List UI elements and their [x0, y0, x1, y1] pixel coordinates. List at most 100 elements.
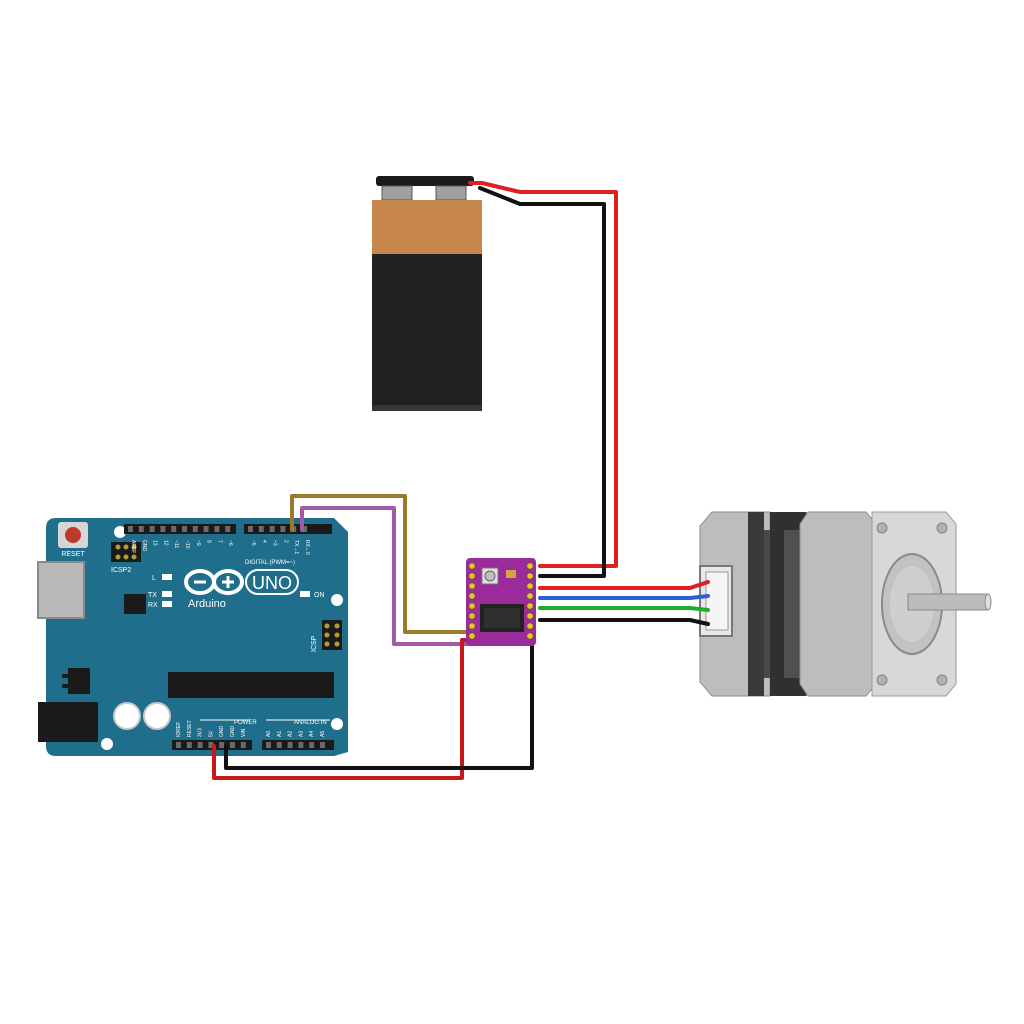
arduino-infinity-logo	[184, 569, 244, 595]
header-pin	[225, 526, 231, 532]
stepper-motor	[699, 511, 992, 697]
header-pin-label: RX←0	[304, 540, 310, 555]
header-pin	[203, 526, 209, 532]
header-pin-label: GND	[219, 726, 225, 738]
header-pin	[230, 742, 235, 748]
battery-cap-bar	[376, 176, 474, 186]
header-pin-label: 4	[261, 540, 267, 543]
motor-screw-hole	[936, 674, 948, 686]
header-pin	[269, 526, 275, 532]
voltage-regulator	[68, 668, 90, 694]
header-pin-label: 3V3	[198, 728, 204, 737]
header-pin-label: A4	[309, 731, 315, 737]
header-pin-label: ~3	[272, 540, 278, 546]
battery-top-band	[372, 200, 482, 254]
led-on	[300, 591, 310, 597]
capacitor	[143, 702, 171, 730]
stepper-driver-module	[466, 558, 536, 646]
header-pin-label: ~6	[227, 540, 233, 546]
header-pin	[248, 526, 253, 532]
header-pin-label: GND	[230, 726, 236, 738]
wire-logic-5v	[212, 638, 472, 780]
driver-pin	[468, 582, 476, 590]
led-l-label: L	[152, 575, 156, 582]
wire-battery-positive	[468, 181, 618, 568]
mounting-hole	[114, 526, 126, 538]
driver-pin	[468, 632, 476, 640]
wire-coil-red	[538, 580, 710, 590]
header-pin-label: GND	[141, 540, 147, 552]
wire-coil-black	[538, 618, 710, 626]
header-pin	[149, 526, 155, 532]
driver-pin	[468, 602, 476, 610]
driver-pin	[526, 632, 534, 640]
battery-bottom	[372, 405, 482, 411]
header-pin-label: ~10	[184, 540, 190, 549]
driver-pcb	[466, 558, 536, 646]
header-pin	[302, 526, 307, 532]
driver-pin	[526, 602, 534, 610]
led-tx-label: TX	[148, 592, 157, 599]
mounting-hole	[331, 594, 343, 606]
reset-label: RESET	[61, 551, 85, 558]
motor-shaft	[907, 593, 989, 611]
header-pin-label: TX→1	[293, 540, 299, 554]
dc-power-jack	[38, 702, 98, 742]
header-pin	[214, 526, 220, 532]
header-pin-label: A1	[277, 731, 283, 737]
arduino-model: UNO	[252, 573, 292, 593]
driver-pin	[468, 572, 476, 580]
motor-screw-hole	[876, 522, 888, 534]
mounting-hole	[331, 718, 343, 730]
header-pin-label: ~11	[173, 540, 179, 548]
header-pin	[171, 526, 177, 532]
header-pin	[276, 742, 282, 748]
motor-band-left	[748, 512, 764, 696]
icsp-header	[322, 620, 342, 650]
wire-coil-blue	[538, 594, 710, 600]
header-pin-label: 8	[206, 540, 212, 543]
header-pin	[240, 742, 246, 748]
header-pin-label: ~9	[195, 540, 201, 546]
mounting-hole	[101, 738, 113, 750]
usb-chip	[124, 594, 146, 614]
motor-front-cap	[799, 511, 877, 697]
reset-button-cap[interactable]	[65, 527, 81, 543]
wire-step	[290, 494, 470, 634]
battery-terminal-negative	[381, 185, 413, 201]
header-pin	[208, 742, 214, 748]
digital-label: DIGITAL (PWM=~)	[245, 560, 295, 566]
arduino-brand: Arduino	[188, 598, 226, 610]
motor-screw-hole	[936, 522, 948, 534]
wire-battery-negative	[478, 186, 606, 578]
header-pin	[258, 526, 264, 532]
header-pin-label: 12	[162, 540, 168, 546]
led-rx-label: RX	[148, 602, 158, 609]
driver-pin	[526, 572, 534, 580]
header-pin	[309, 742, 315, 748]
header-pin	[186, 742, 192, 748]
driver-pin	[468, 612, 476, 620]
header-pin	[280, 526, 286, 532]
power-label: POWER	[234, 720, 257, 726]
header-pin	[128, 526, 133, 532]
driver-pins	[468, 562, 534, 640]
analog-header	[262, 740, 334, 750]
icsp-label: ICSP	[311, 635, 318, 652]
header-pin	[219, 742, 225, 748]
header-pin-label: A0	[266, 731, 272, 737]
header-pin-label: A5	[320, 731, 326, 737]
driver-pin	[526, 612, 534, 620]
led-on-label: ON	[314, 592, 325, 599]
capacitor	[113, 702, 141, 730]
driver-pin	[526, 592, 534, 600]
header-pin	[160, 526, 166, 532]
driver-pin	[526, 582, 534, 590]
header-pin	[192, 526, 198, 532]
driver-pin	[468, 562, 476, 570]
header-pin-label: A3	[298, 731, 304, 737]
